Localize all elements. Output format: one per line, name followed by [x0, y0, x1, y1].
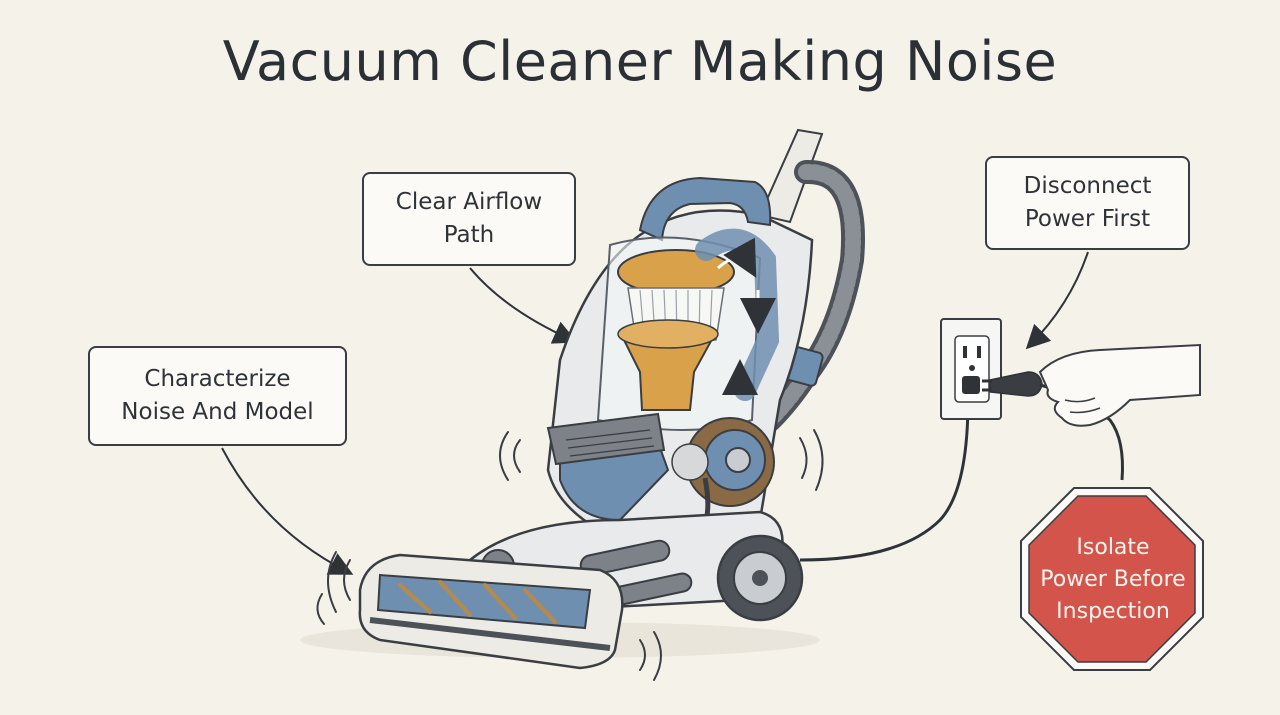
motor-housing	[546, 412, 775, 548]
dust-bin	[596, 236, 762, 431]
stop-sign-text: Isolate Power Before Inspection	[1040, 535, 1186, 624]
arrow-power	[1025, 251, 1089, 350]
vacuum-handle	[758, 128, 824, 224]
wall-outlet	[940, 318, 1002, 420]
cleaner-head	[358, 553, 624, 670]
rear-wheel	[716, 534, 804, 622]
callout-disconnect-power-first: Disconnect Power First	[985, 156, 1190, 250]
plug-and-hand	[982, 343, 1201, 481]
airflow-tube	[695, 228, 780, 401]
callout-clear-airflow-path: Clear Airflow Path	[362, 172, 576, 266]
arrow-noise	[221, 447, 354, 575]
power-cord	[799, 384, 972, 562]
page-title: Vacuum Cleaner Making Noise	[222, 30, 1058, 93]
stop-sign	[1020, 487, 1204, 671]
arrow-airflow	[469, 267, 578, 344]
brush-roll	[398, 580, 557, 624]
noise-lines	[316, 429, 824, 681]
callout-characterize-noise-and-model: Characterize Noise And Model	[88, 346, 347, 446]
